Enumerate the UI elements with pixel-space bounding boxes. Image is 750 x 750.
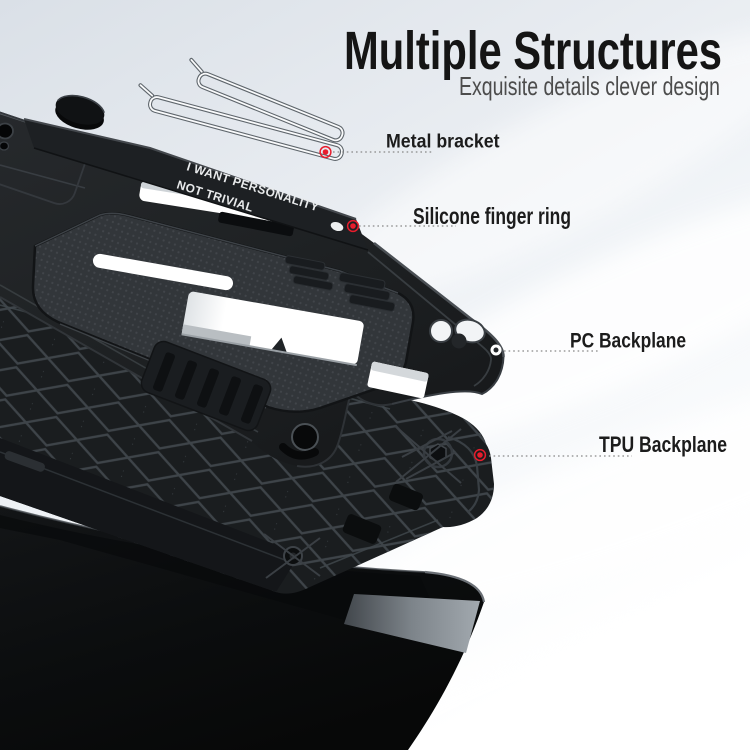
svg-text:Metal bracket: Metal bracket (386, 132, 500, 153)
svg-text:Multiple Structures: Multiple Structures (344, 21, 722, 81)
svg-text:Silicone finger ring: Silicone finger ring (413, 203, 571, 229)
svg-text:PC Backplane: PC Backplane (570, 329, 686, 353)
svg-text:TPU Backplane: TPU Backplane (599, 432, 727, 457)
svg-text:Exquisite details clever desig: Exquisite details clever design (459, 71, 720, 101)
